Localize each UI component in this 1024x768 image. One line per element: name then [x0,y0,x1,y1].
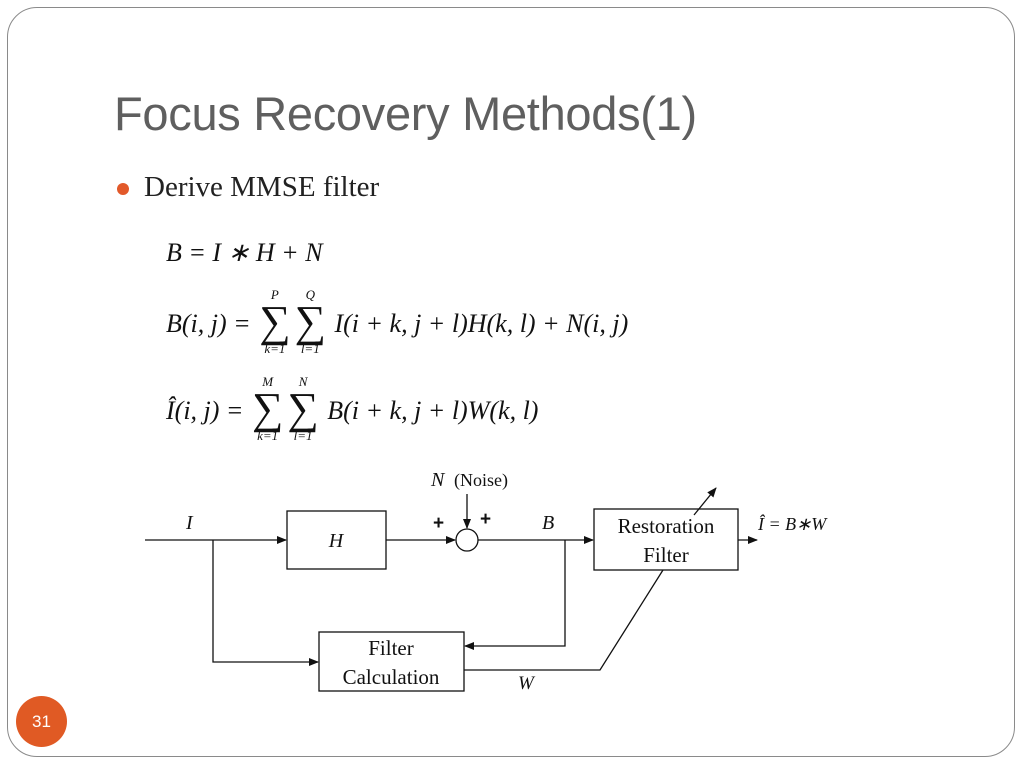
sum-l-upper: Q [305,287,315,302]
adaptive-arrow [693,487,717,516]
slide-frame [7,7,1015,757]
sum-l-lower: l=1 [300,341,320,356]
equation-3-lhs: Î(i, j) = [166,396,244,425]
plus-left: + [433,513,444,534]
sigma-symbol: ∑ [251,384,284,433]
summing-junction [455,528,479,552]
noise-symbol: N [430,469,446,491]
sum-k-lower: k=1 [264,341,286,356]
bullet-text: Derive MMSE filter [144,171,380,203]
sum-l: N ∑ l=1 [287,375,318,443]
sigma-symbol: ∑ [259,297,291,346]
sum-k-lower: k=1 [257,428,279,443]
w-label: W [518,673,536,694]
b-label: B [542,512,554,534]
filter-calc-line-2: Calculation [343,665,440,689]
sum-k-upper: P [270,287,279,302]
input-label: I [185,512,194,534]
equation-2-rhs: I(i + k, j + l)H(k, l) + N(i, j) [334,309,629,338]
noise-label: (Noise) [454,470,508,491]
equation-3-rhs: B(i + k, j + l)W(k, l) [327,396,539,425]
sigma-symbol: ∑ [294,297,326,346]
w-feedback-line [464,569,664,671]
sum-l-upper: N [298,374,308,389]
sum-l: Q ∑ l=1 [295,288,326,356]
sum-k: M ∑ k=1 [252,375,283,443]
restoration-line-1: Restoration [618,514,715,538]
equation-3: Î(i, j) = M ∑ k=1 N ∑ l=1 B(i + k, j + l… [166,375,539,445]
output-label: Î = B∗W [757,513,828,534]
equation-2-lhs: B(i, j) = [166,309,251,338]
plus-top: + [480,509,491,530]
filter-calculation-block [318,631,465,692]
restoration-line-2: Filter [643,543,689,567]
sum-k: P ∑ k=1 [259,288,290,356]
sum-l-lower: l=1 [293,428,313,443]
bullet-dot [117,183,129,195]
equation-1: B = I ∗ H + N [166,238,323,268]
input-branch-arrow [212,540,319,666]
equation-1-text: B = I ∗ H + N [166,238,323,267]
equation-2: B(i, j) = P ∑ k=1 Q ∑ l=1 I(i + k, j + l… [166,288,629,358]
sigma-symbol: ∑ [287,384,319,433]
slide-title: Focus Recovery Methods(1) [114,87,697,140]
filter-calc-line-1: Filter [368,636,414,660]
b-branch-arrow [464,540,566,650]
sum-k-upper: M [262,374,274,389]
h-block-label: H [328,530,345,552]
page-number-badge: 31 [16,696,67,747]
